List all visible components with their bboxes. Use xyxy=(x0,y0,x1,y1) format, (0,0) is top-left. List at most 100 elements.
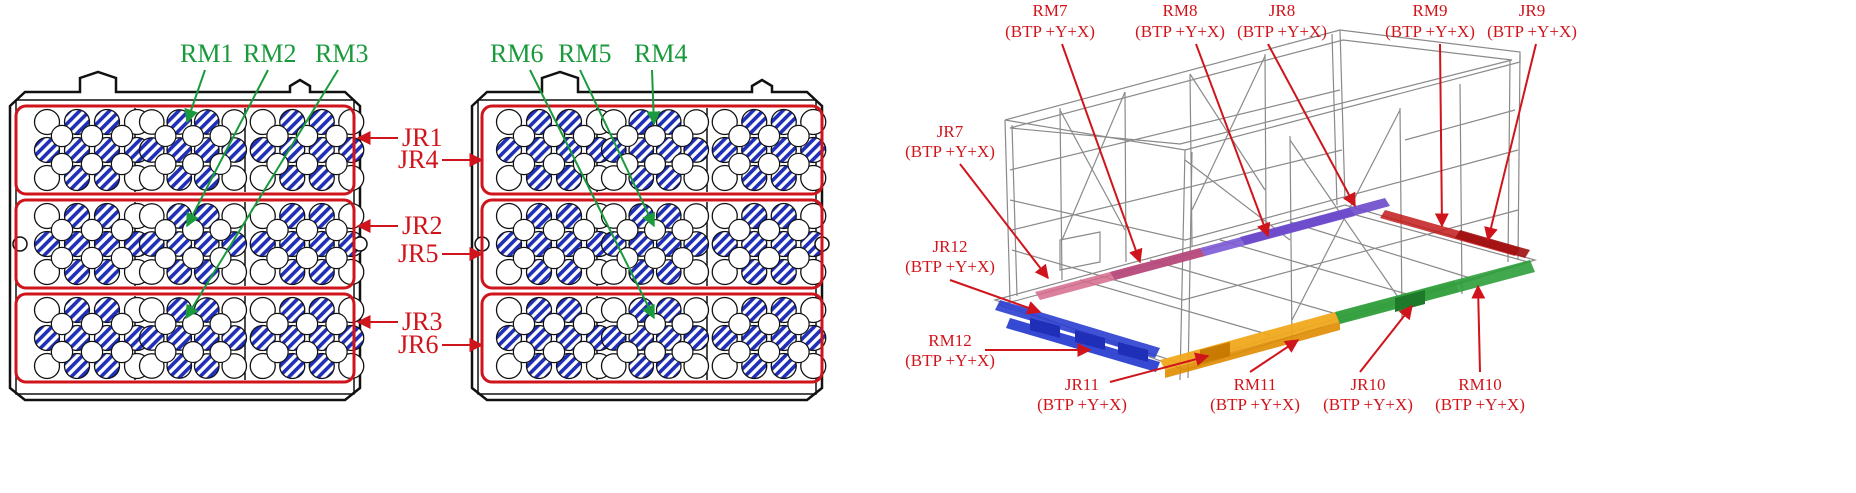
battery-cell xyxy=(800,352,827,380)
battery-cell xyxy=(308,108,335,136)
battery-cell xyxy=(33,164,61,192)
battery-cell xyxy=(308,164,335,192)
battery-cell xyxy=(525,164,553,192)
left-jr-outlines xyxy=(14,104,356,384)
battery-cell xyxy=(555,352,583,380)
battery-cell xyxy=(728,246,751,270)
battery-cell xyxy=(711,136,738,164)
battery-cell xyxy=(308,352,335,380)
battery-cell xyxy=(325,218,348,242)
battery-cell xyxy=(542,246,566,270)
battery-cell xyxy=(93,136,121,164)
battery-cell xyxy=(209,218,232,242)
battery-cell xyxy=(671,124,694,148)
battery-cell xyxy=(50,312,74,336)
battery-cell xyxy=(33,202,61,230)
battery-cell xyxy=(209,340,232,364)
battery-cell xyxy=(525,258,553,286)
battery-cell xyxy=(728,218,751,242)
battery-cell xyxy=(800,258,827,286)
rm11-label: RM11 xyxy=(1234,375,1277,394)
battery-cell xyxy=(787,246,810,270)
rm9-sub: (BTP +Y+X) xyxy=(1385,22,1475,41)
jr7-leader xyxy=(959,163,1049,280)
battery-cell xyxy=(308,136,335,164)
battery-cell xyxy=(249,324,276,352)
battery-cell xyxy=(279,202,306,230)
battery-cell xyxy=(741,258,768,286)
battery-cell xyxy=(495,136,523,164)
battery-cell xyxy=(800,164,827,192)
battery-cell xyxy=(63,202,91,230)
battery-pads xyxy=(995,198,1535,378)
battery-cell xyxy=(800,296,827,324)
battery-cell xyxy=(800,324,827,352)
battery-cell xyxy=(266,218,289,242)
jr12-sub: (BTP +Y+X) xyxy=(905,257,995,276)
battery-cell xyxy=(181,124,205,148)
battery-cell xyxy=(93,296,121,324)
battery-cell xyxy=(80,124,104,148)
battery-cell xyxy=(542,312,566,336)
middle-panel-jr4-jr6: RM6 RM5 RM4 JR4 JR5 JR6 xyxy=(398,39,830,402)
rm2-label: RM2 xyxy=(243,39,296,68)
battery-cell xyxy=(555,202,583,230)
battery-cell xyxy=(525,352,553,380)
battery-cell xyxy=(249,258,276,286)
battery-cell xyxy=(63,324,91,352)
battery-cell xyxy=(249,108,276,136)
battery-cell xyxy=(495,324,523,352)
battery-cell xyxy=(741,352,768,380)
battery-cell xyxy=(181,246,205,270)
battery-cell xyxy=(266,312,289,336)
battery-cell xyxy=(495,230,523,258)
jr12-label: JR12 xyxy=(933,237,968,256)
battery-cell xyxy=(93,324,121,352)
battery-cell xyxy=(555,258,583,286)
battery-cell xyxy=(295,340,319,364)
battery-cell xyxy=(33,352,61,380)
battery-cell xyxy=(671,312,694,336)
battery-cell xyxy=(711,324,738,352)
battery-cell xyxy=(93,230,121,258)
jr11-label: JR11 xyxy=(1065,375,1099,394)
battery-cell xyxy=(325,340,348,364)
battery-cell xyxy=(512,246,536,270)
rm12-label: RM12 xyxy=(928,331,971,350)
battery-cell xyxy=(643,246,667,270)
rm3-leader xyxy=(185,69,339,320)
rm4-leader xyxy=(646,69,661,126)
battery-cell xyxy=(295,218,319,242)
rm1-leader xyxy=(184,69,206,124)
battery-cell xyxy=(266,246,289,270)
battery-cell xyxy=(80,340,104,364)
battery-cell xyxy=(93,202,121,230)
battery-cell xyxy=(154,312,177,336)
battery-cell xyxy=(308,296,335,324)
battery-cell xyxy=(757,124,781,148)
left-battery-grid xyxy=(12,108,368,380)
jr7-sub: (BTP +Y+X) xyxy=(905,142,995,161)
rm11-sub: (BTP +Y+X) xyxy=(1210,395,1300,414)
battery-cell xyxy=(741,202,768,230)
jr6-label: JR6 xyxy=(398,330,438,359)
jr7-label: JR7 xyxy=(937,122,964,141)
battery-cell xyxy=(93,108,121,136)
battery-cell xyxy=(308,324,335,352)
battery-cell xyxy=(110,312,134,336)
rm1-label: RM1 xyxy=(180,39,233,68)
battery-cell xyxy=(63,108,91,136)
battery-cell xyxy=(80,218,104,242)
jr10-sub: (BTP +Y+X) xyxy=(1323,395,1413,414)
battery-cell xyxy=(572,246,596,270)
battery-cell xyxy=(542,218,566,242)
jr11-sub: (BTP +Y+X) xyxy=(1037,395,1127,414)
battery-cell xyxy=(266,124,289,148)
jr3-label: JR3 xyxy=(402,307,442,336)
battery-cell xyxy=(295,246,319,270)
isometric-frame-view: RM7 (BTP +Y+X) RM8 (BTP +Y+X) JR8 (BTP +… xyxy=(905,1,1577,414)
rm5-leader xyxy=(579,69,655,228)
battery-cell xyxy=(295,124,319,148)
battery-cell xyxy=(770,230,797,258)
battery-cell xyxy=(800,202,827,230)
